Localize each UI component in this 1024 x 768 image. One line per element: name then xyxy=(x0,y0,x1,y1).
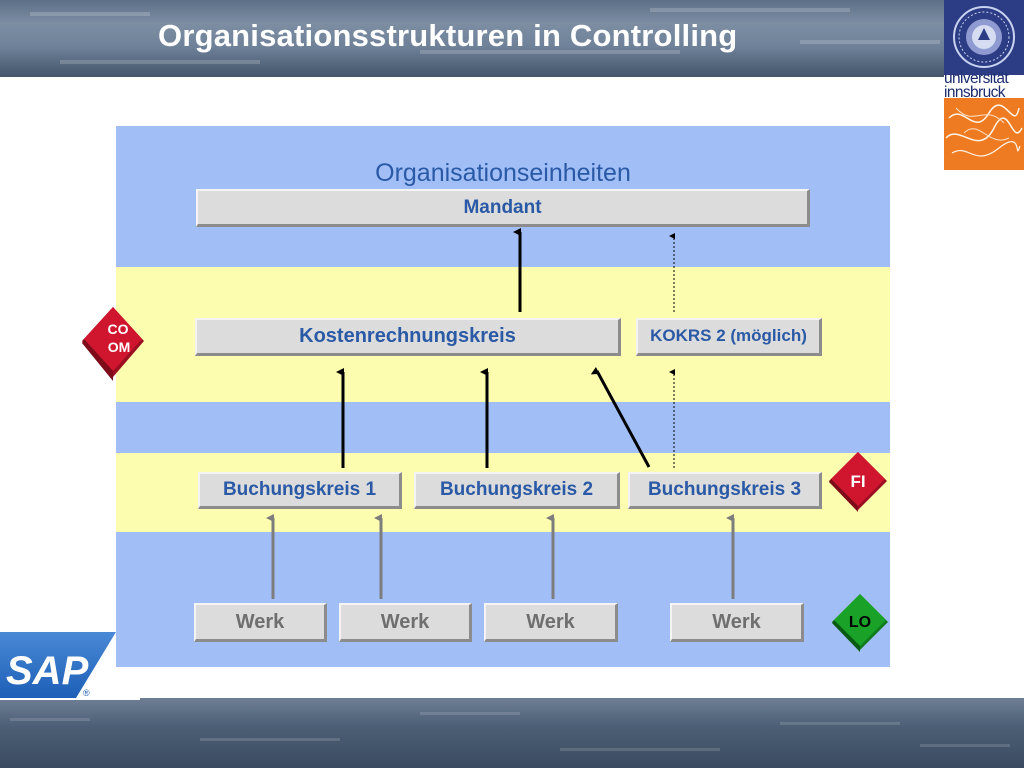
slide-title: Organisationsstrukturen in Controlling xyxy=(158,18,738,53)
om-badge-text: OM xyxy=(108,339,131,355)
company-code-label: Buchungskreis 3 xyxy=(647,479,802,500)
university-seal xyxy=(944,0,1024,75)
lo-badge: LO xyxy=(832,594,888,652)
lo-badge-text: LO xyxy=(849,614,871,631)
university-wordmark-line1: universität xyxy=(944,70,1009,87)
company-code-box-1: Buchungskreis 1 xyxy=(198,472,402,509)
slide-footer xyxy=(0,698,1024,768)
sap-logo-text: SAP xyxy=(6,649,89,693)
university-logo: universität innsbruck xyxy=(944,0,1024,170)
university-wordmark: universität innsbruck xyxy=(944,70,1024,101)
sap-registered-mark: ® xyxy=(83,688,90,698)
co-badge-text: CO xyxy=(108,321,129,337)
university-pattern xyxy=(944,98,1024,170)
controlling-area-2-box: KOKRS 2 (möglich) xyxy=(636,318,822,356)
controlling-area-box: Kostenrechnungskreis xyxy=(195,318,621,356)
plant-label: Werk xyxy=(712,610,761,633)
plant-box-2: Werk xyxy=(339,603,472,642)
footer-edge xyxy=(0,698,140,700)
plant-box-4: Werk xyxy=(670,603,804,642)
company-code-label: Buchungskreis 1 xyxy=(222,479,377,500)
connector-arrows xyxy=(266,228,735,599)
university-wordmark-line2: innsbruck xyxy=(944,84,1006,101)
fi-badge-text: FI xyxy=(850,472,865,491)
plant-label: Werk xyxy=(526,610,575,633)
company-code-label: Buchungskreis 2 xyxy=(439,479,594,500)
plant-box-3: Werk xyxy=(484,603,618,642)
plant-label: Werk xyxy=(235,610,285,633)
company-code-box-3: Buchungskreis 3 xyxy=(628,472,822,509)
diagram-title: Organisationseinheiten xyxy=(375,159,631,187)
client-box: Mandant xyxy=(196,189,810,227)
sap-logo: SAP ® xyxy=(0,632,116,698)
company-code-box-2: Buchungskreis 2 xyxy=(414,472,620,509)
fi-badge: FI xyxy=(829,452,887,512)
slide-header: Organisationsstrukturen in Controlling xyxy=(0,0,944,77)
controlling-area-label: Kostenrechnungskreis xyxy=(299,325,516,347)
co-om-badge: CO OM xyxy=(82,307,144,381)
plant-label: Werk xyxy=(380,610,430,633)
plant-box-1: Werk xyxy=(194,603,327,642)
client-label: Mandant xyxy=(463,197,542,218)
org-diagram: Organisationseinheiten Mandant Kostenrec… xyxy=(116,126,890,667)
controlling-area-2-label: KOKRS 2 (möglich) xyxy=(650,326,807,345)
arrow-cc3-to-controlling xyxy=(590,367,651,468)
